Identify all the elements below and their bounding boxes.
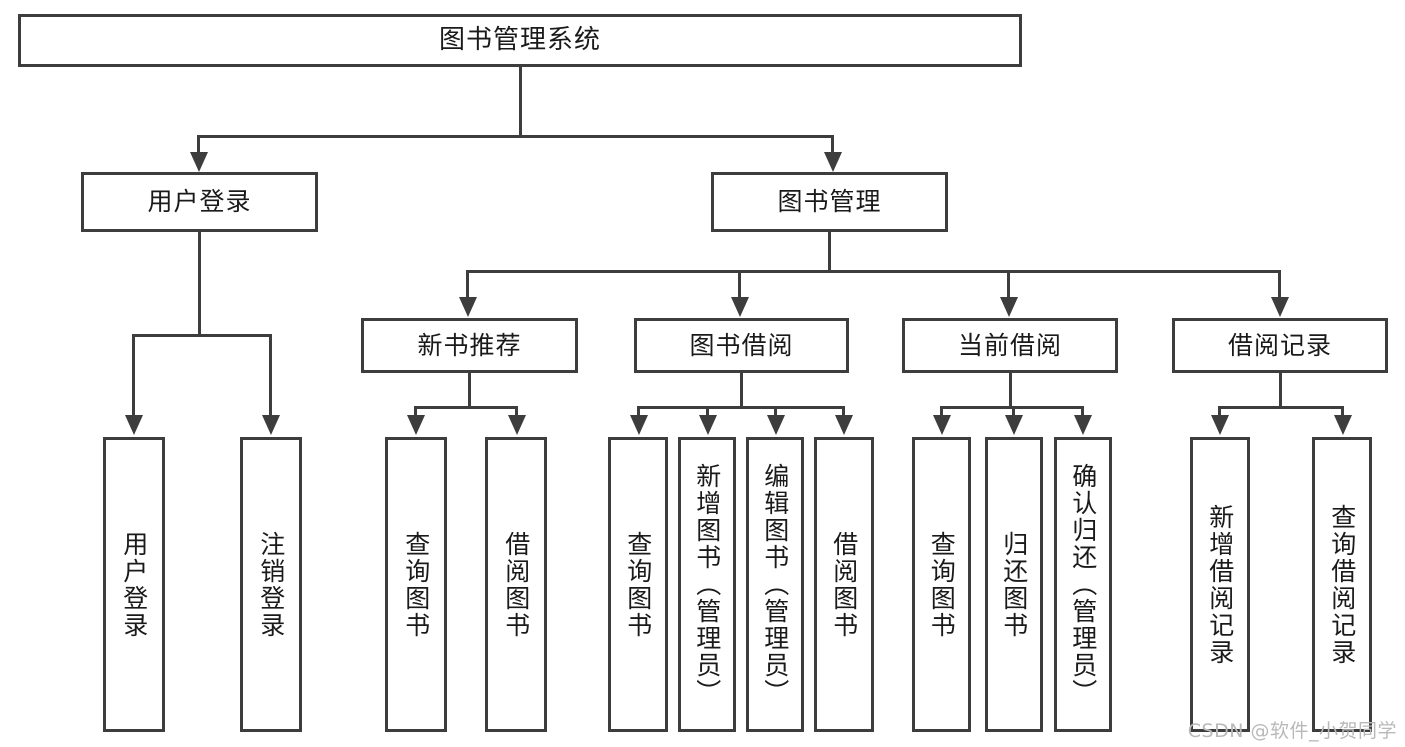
edge-login-stem	[198, 232, 201, 336]
edge-login-to-leaf1	[132, 334, 135, 420]
arrow-login-to-leaf1	[125, 415, 143, 435]
edge-bookmgmt-to-current	[1007, 270, 1010, 302]
edge-borrow-to-leaf1	[637, 406, 640, 420]
arrow-root-to-login	[190, 152, 208, 172]
arrow-newbook-to-leaf2	[508, 415, 526, 435]
node-current-borrow-label: 当前借阅	[957, 330, 1062, 360]
edge-borrow-to-leaf4	[842, 406, 845, 420]
edge-newbook-to-leaf1	[414, 406, 417, 420]
edge-borrow-to-leaf3	[774, 406, 777, 420]
edge-login-to-leaf2	[269, 334, 272, 420]
edge-current-stem	[1009, 373, 1012, 409]
arrow-bookmgmt-to-current	[1000, 297, 1018, 317]
edge-bookmgmt-to-borrow	[738, 270, 741, 302]
leaf-borrow-book-label: 借阅图书	[829, 530, 859, 639]
arrow-root-to-bookmgmt	[824, 152, 842, 172]
arrow-newbook-to-leaf1	[407, 415, 425, 435]
node-book-management[interactable]: 图书管理	[711, 172, 948, 232]
leaf-user-login-label: 用户登录	[119, 530, 149, 639]
edge-bookmgmt-to-records	[1278, 270, 1281, 302]
arrow-records-to-leaf1	[1211, 415, 1229, 435]
node-new-book-recommend[interactable]: 新书推荐	[361, 318, 578, 373]
leaf-add-borrow-record[interactable]: 新增借阅记录	[1190, 437, 1250, 732]
edge-newbook-to-leaf2	[515, 406, 518, 420]
node-book-borrow-label: 图书借阅	[689, 330, 794, 360]
leaf-query-borrow-record[interactable]: 查询借阅记录	[1312, 437, 1372, 732]
leaf-edit-book-admin[interactable]: 编辑图书（管理员）	[746, 437, 804, 732]
leaf-edit-book-admin-label: 编辑图书（管理员）	[760, 463, 790, 706]
edge-newbook-stem	[468, 373, 471, 409]
node-user-login-label: 用户登录	[147, 187, 252, 217]
edge-bookmgmt-to-new	[466, 270, 469, 302]
leaf-query-book-new[interactable]: 查询图书	[385, 437, 447, 732]
leaf-confirm-return-admin[interactable]: 确认归还（管理员）	[1054, 437, 1112, 732]
arrow-borrow-to-leaf1	[630, 415, 648, 435]
arrow-records-to-leaf2	[1334, 415, 1352, 435]
edge-login-bus	[132, 334, 272, 337]
leaf-query-book-label: 查询图书	[623, 530, 653, 639]
leaf-logout-label: 注销登录	[256, 530, 286, 639]
edge-newbook-bus	[414, 406, 518, 409]
edge-records-to-leaf2	[1341, 406, 1344, 420]
edge-current-to-leaf3	[1081, 406, 1084, 420]
arrow-bookmgmt-to-records	[1271, 297, 1289, 317]
arrow-current-to-leaf2	[1005, 415, 1023, 435]
edge-current-to-leaf1	[940, 406, 943, 420]
edge-current-to-leaf2	[1012, 406, 1015, 420]
leaf-query-book-new-label: 查询图书	[401, 530, 431, 639]
node-current-borrow[interactable]: 当前借阅	[902, 318, 1118, 373]
edge-bookmgmt-bus	[466, 270, 1281, 273]
edge-bookmgmt-stem	[828, 232, 831, 272]
edge-root-bus	[197, 135, 834, 138]
arrow-current-to-leaf1	[933, 415, 951, 435]
arrow-login-to-leaf2	[262, 415, 280, 435]
node-book-management-label: 图书管理	[777, 187, 882, 217]
leaf-user-login[interactable]: 用户登录	[103, 437, 165, 732]
node-borrow-records-label: 借阅记录	[1227, 330, 1332, 360]
leaf-borrow-book[interactable]: 借阅图书	[814, 437, 874, 732]
leaf-borrow-book-new[interactable]: 借阅图书	[485, 437, 547, 732]
edge-borrow-stem	[740, 373, 743, 409]
leaf-return-book-label: 归还图书	[999, 530, 1029, 639]
arrow-borrow-to-leaf4	[835, 415, 853, 435]
watermark: CSDN @软件_小贺同学	[1187, 720, 1397, 742]
edge-root-to-login	[197, 135, 200, 158]
arrow-borrow-to-leaf2	[699, 415, 717, 435]
node-new-book-recommend-label: 新书推荐	[417, 330, 522, 360]
leaf-add-book-admin[interactable]: 新增图书（管理员）	[678, 437, 736, 732]
node-user-login[interactable]: 用户登录	[81, 172, 318, 232]
edge-records-bus	[1218, 406, 1344, 409]
leaf-add-book-admin-label: 新增图书（管理员）	[692, 463, 722, 706]
node-borrow-records[interactable]: 借阅记录	[1172, 318, 1388, 373]
leaf-query-book-current-label: 查询图书	[927, 530, 957, 639]
leaf-query-book[interactable]: 查询图书	[608, 437, 668, 732]
arrow-borrow-to-leaf3	[767, 415, 785, 435]
leaf-logout[interactable]: 注销登录	[240, 437, 302, 732]
edge-borrow-to-leaf2	[706, 406, 709, 420]
leaf-return-book[interactable]: 归还图书	[985, 437, 1043, 732]
arrow-current-to-leaf3	[1074, 415, 1092, 435]
leaf-query-borrow-record-label: 查询借阅记录	[1327, 503, 1357, 666]
arrow-bookmgmt-to-new	[459, 297, 477, 317]
edge-borrow-bus	[637, 406, 844, 409]
edge-root-to-bookmgmt	[831, 135, 834, 158]
node-root-label: 图书管理系统	[438, 25, 601, 56]
leaf-confirm-return-admin-label: 确认归还（管理员）	[1068, 463, 1098, 706]
edge-records-stem	[1279, 373, 1282, 409]
leaf-add-borrow-record-label: 新增借阅记录	[1205, 503, 1235, 666]
leaf-borrow-book-new-label: 借阅图书	[501, 530, 531, 639]
leaf-query-book-current[interactable]: 查询图书	[912, 437, 971, 732]
edge-root-stem	[519, 67, 522, 137]
node-book-borrow[interactable]: 图书借阅	[634, 318, 849, 373]
arrow-bookmgmt-to-borrow	[731, 297, 749, 317]
edge-current-bus	[940, 406, 1083, 409]
edge-records-to-leaf1	[1218, 406, 1221, 420]
node-root-system[interactable]: 图书管理系统	[18, 14, 1022, 67]
